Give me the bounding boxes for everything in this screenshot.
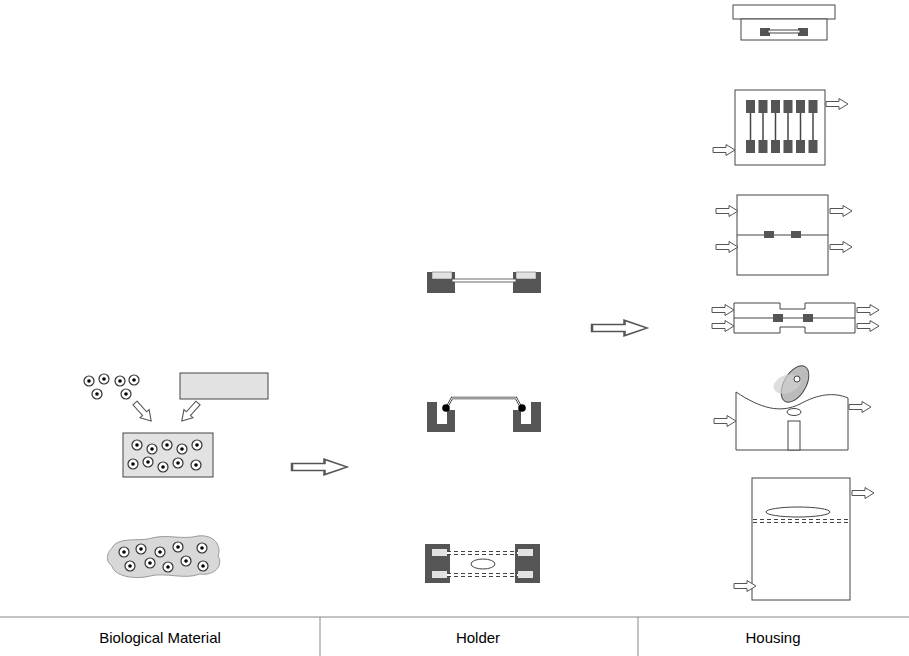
column-heading: Housing [745,629,800,646]
column-heading: Biological Material [99,629,221,646]
holder-flat [427,272,541,293]
housing-organ [714,361,871,450]
scaffold [180,373,268,399]
cells [84,374,139,399]
housing-multiwell [713,90,848,165]
flow-arrow [292,459,347,474]
seeded-scaffold [123,433,213,477]
arrow [177,399,202,425]
holder-clamp [427,398,541,432]
column-heading: Holder [456,629,500,646]
housing-perfusion [712,303,879,333]
holder-sandwich [425,544,540,583]
housing-bioreactor [734,478,874,600]
flow-arrow [592,320,647,335]
housing-lid [733,5,835,40]
housing-two-chamber [716,195,852,275]
tissue [107,536,219,578]
arrow [131,399,156,425]
table-band [0,617,909,656]
